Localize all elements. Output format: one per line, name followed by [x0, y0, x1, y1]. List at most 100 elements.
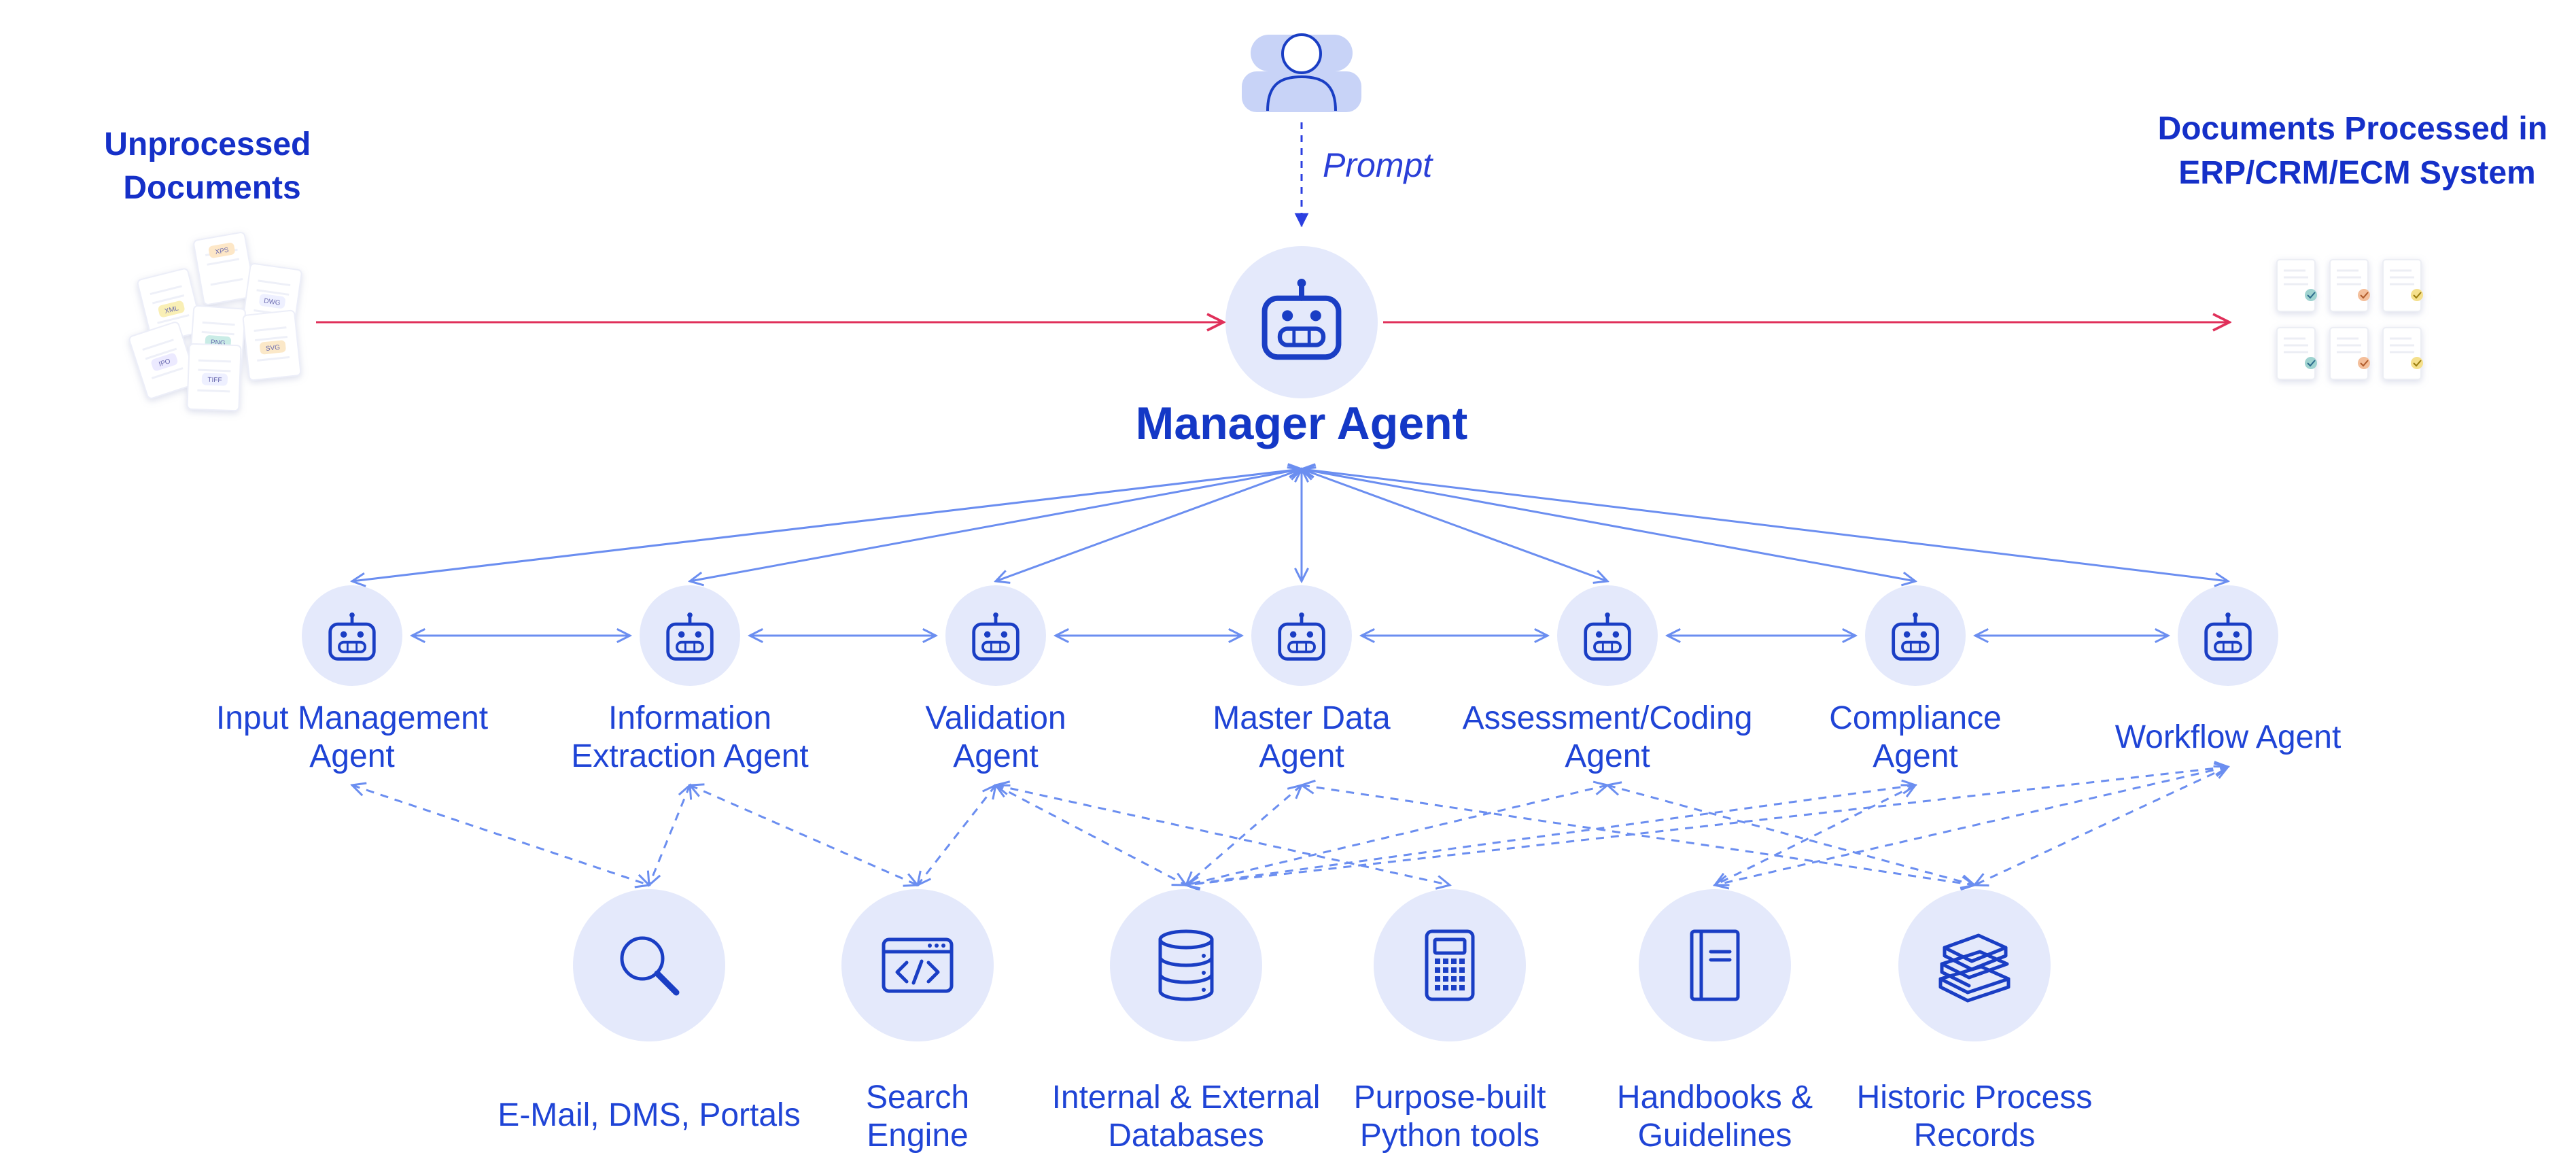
- agent-label-line: Agent: [1259, 738, 1344, 774]
- agent-tool-link: [1302, 785, 1974, 885]
- tool-label-line: Databases: [1108, 1118, 1264, 1154]
- agent-tool-link: [918, 785, 996, 885]
- user-icon: [1242, 33, 1361, 112]
- tool-label-line: Python tools: [1360, 1118, 1539, 1154]
- agent-node: [945, 585, 1046, 686]
- tool-node: [841, 889, 994, 1041]
- manager-agent-link: [690, 469, 1302, 581]
- agent-tool-link: [1186, 785, 1915, 885]
- manager-agent: Manager Agent: [1136, 246, 1468, 449]
- agent-node: [640, 585, 740, 686]
- tool-label-line: Engine: [867, 1118, 968, 1154]
- tool-label-line: E-Mail, DMS, Portals: [498, 1097, 800, 1133]
- agent-node: [1865, 585, 1966, 686]
- agent-label-line: Agent: [309, 738, 394, 774]
- agent-workflow: Workflow Agent: [2115, 585, 2342, 755]
- agent-label-line: Information: [608, 700, 771, 736]
- agent-label-line: Extraction Agent: [571, 738, 809, 774]
- agent-tool-link: [649, 785, 690, 885]
- agent-tool-link: [1715, 767, 2228, 885]
- manager-label: Manager Agent: [1136, 398, 1468, 449]
- database-icon: [1158, 929, 1214, 1001]
- doc-tag: IPO: [158, 358, 171, 368]
- code-window-icon: [882, 937, 954, 993]
- input-documents: Unprocessed Documents XPS DWG XML PNG IP…: [104, 126, 319, 412]
- agent-node: [1557, 585, 1658, 686]
- connections-layer: [352, 469, 2228, 885]
- tool-handbooks: Handbooks &Guidelines: [1617, 889, 1813, 1154]
- tool-label-line: Purpose-built: [1354, 1080, 1546, 1116]
- doc-tag: SVG: [265, 344, 280, 353]
- agent-tool-link: [1715, 785, 1915, 885]
- agent-label-line: Input Management: [216, 700, 488, 736]
- agent-tool-link: [996, 785, 1450, 885]
- agent-label-line: Compliance: [1829, 700, 2001, 736]
- tool-label-line: Guidelines: [1638, 1118, 1792, 1154]
- tool-node: [1898, 889, 2051, 1041]
- agent-label: Workflow Agent: [2115, 719, 2342, 755]
- manager-agent-link: [1302, 469, 1915, 581]
- input-title-line: Documents: [123, 170, 300, 206]
- agent-tool-link: [996, 785, 1186, 885]
- agent-tool-link: [1974, 767, 2228, 885]
- prompt-label: Prompt: [1323, 146, 1433, 184]
- agent-tool-link: [1186, 767, 2228, 885]
- doc-tag: XML: [164, 305, 179, 315]
- book-icon: [1690, 929, 1740, 1001]
- agent-tool-link: [352, 785, 649, 885]
- output-title-line: Documents Processed in: [2158, 111, 2548, 147]
- doc-tag: XPS: [215, 247, 230, 256]
- agent-node: [302, 585, 402, 686]
- stacked-books-icon: [1938, 933, 2011, 1003]
- tool-label-line: Internal & External: [1052, 1080, 1321, 1116]
- tool-label-line: Search: [866, 1080, 969, 1116]
- tool-label-line: Handbooks &: [1617, 1080, 1813, 1116]
- agent-label-line: Master Data: [1213, 700, 1391, 736]
- magnifier-icon: [620, 936, 680, 996]
- doc-tag: TIFF: [207, 377, 222, 385]
- output-documents: Documents Processed in ERP/CRM/ECM Syste…: [2158, 111, 2557, 381]
- manager-agent-link: [1302, 469, 1607, 581]
- agent-label-line: Workflow Agent: [2115, 719, 2342, 755]
- agent-label-line: Agent: [1565, 738, 1650, 774]
- doc-tag: DWG: [263, 297, 281, 307]
- tool-label: Handbooks &Guidelines: [1617, 1080, 1813, 1154]
- manager-agent-link: [996, 469, 1302, 581]
- agent-tool-link: [690, 785, 918, 885]
- agent-node: [1251, 585, 1352, 686]
- tool-label: E-Mail, DMS, Portals: [498, 1097, 800, 1133]
- tool-node: [573, 889, 725, 1041]
- agent-tool-link: [1607, 785, 1974, 885]
- calculator-icon: [1425, 929, 1475, 1001]
- tool-label-line: Historic Process: [1857, 1080, 2093, 1116]
- manager-agent-link: [1302, 469, 2228, 581]
- input-title: Unprocessed Documents: [104, 126, 319, 206]
- agent-tool-link: [1186, 785, 1302, 885]
- agent-label-line: Validation: [925, 700, 1066, 736]
- tool-node: [1639, 889, 1791, 1041]
- processed-documents-icon: [2276, 258, 2423, 381]
- output-title: Documents Processed in ERP/CRM/ECM Syste…: [2158, 111, 2557, 191]
